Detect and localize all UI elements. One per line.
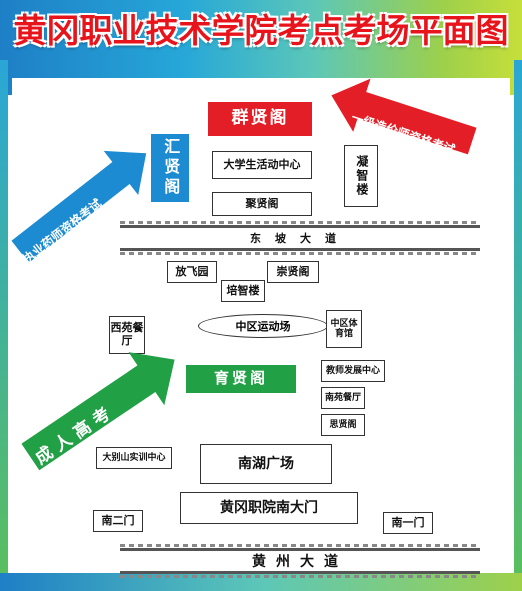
building-ningzhi[interactable]: 凝智楼 bbox=[344, 145, 378, 207]
central-sports-field[interactable]: 中区运动场 bbox=[198, 314, 328, 338]
building-teacher-center[interactable]: 教师发展中心 bbox=[321, 360, 385, 382]
building-peizhi[interactable]: 培智楼 bbox=[221, 280, 265, 302]
building-nanyuan-canteen[interactable]: 南苑餐厅 bbox=[321, 387, 365, 409]
campus-map: 群贤阁 汇贤阁 大学生活动中心 聚贤阁 凝智楼 东坡大道 放飞园 崇贤阁 培智楼… bbox=[12, 78, 510, 578]
building-student-center[interactable]: 大学生活动中心 bbox=[212, 151, 312, 179]
left-border bbox=[0, 60, 8, 591]
road-dongpo: 东坡大道 bbox=[120, 221, 480, 255]
building-chongxian[interactable]: 崇贤阁 bbox=[267, 261, 319, 283]
building-huixian[interactable]: 汇贤阁 bbox=[151, 134, 189, 202]
building-qunxian[interactable]: 群贤阁 bbox=[208, 102, 312, 136]
south-gate-2[interactable]: 南二门 bbox=[93, 510, 143, 532]
building-xiyuan-canteen[interactable]: 西苑餐厅 bbox=[109, 316, 145, 354]
south-gate-1[interactable]: 南一门 bbox=[383, 512, 433, 534]
nanhu-square[interactable]: 南湖广场 bbox=[200, 444, 332, 484]
building-fangfei[interactable]: 放飞园 bbox=[167, 261, 217, 283]
building-dabieshan[interactable]: 大别山实训中心 bbox=[96, 447, 172, 469]
building-yuxian[interactable]: 育贤阁 bbox=[186, 365, 296, 393]
building-sixian[interactable]: 思贤阁 bbox=[321, 414, 365, 436]
south-main-gate[interactable]: 黄冈职院南大门 bbox=[180, 492, 358, 524]
building-juxian[interactable]: 聚贤阁 bbox=[212, 192, 312, 216]
building-central-gym[interactable]: 中区体育馆 bbox=[326, 310, 362, 348]
right-border bbox=[514, 60, 522, 591]
page-title: 黄冈职业技术学院考点考场平面图 bbox=[13, 11, 509, 50]
road-huangzhou: 黄州大道 bbox=[120, 544, 480, 578]
